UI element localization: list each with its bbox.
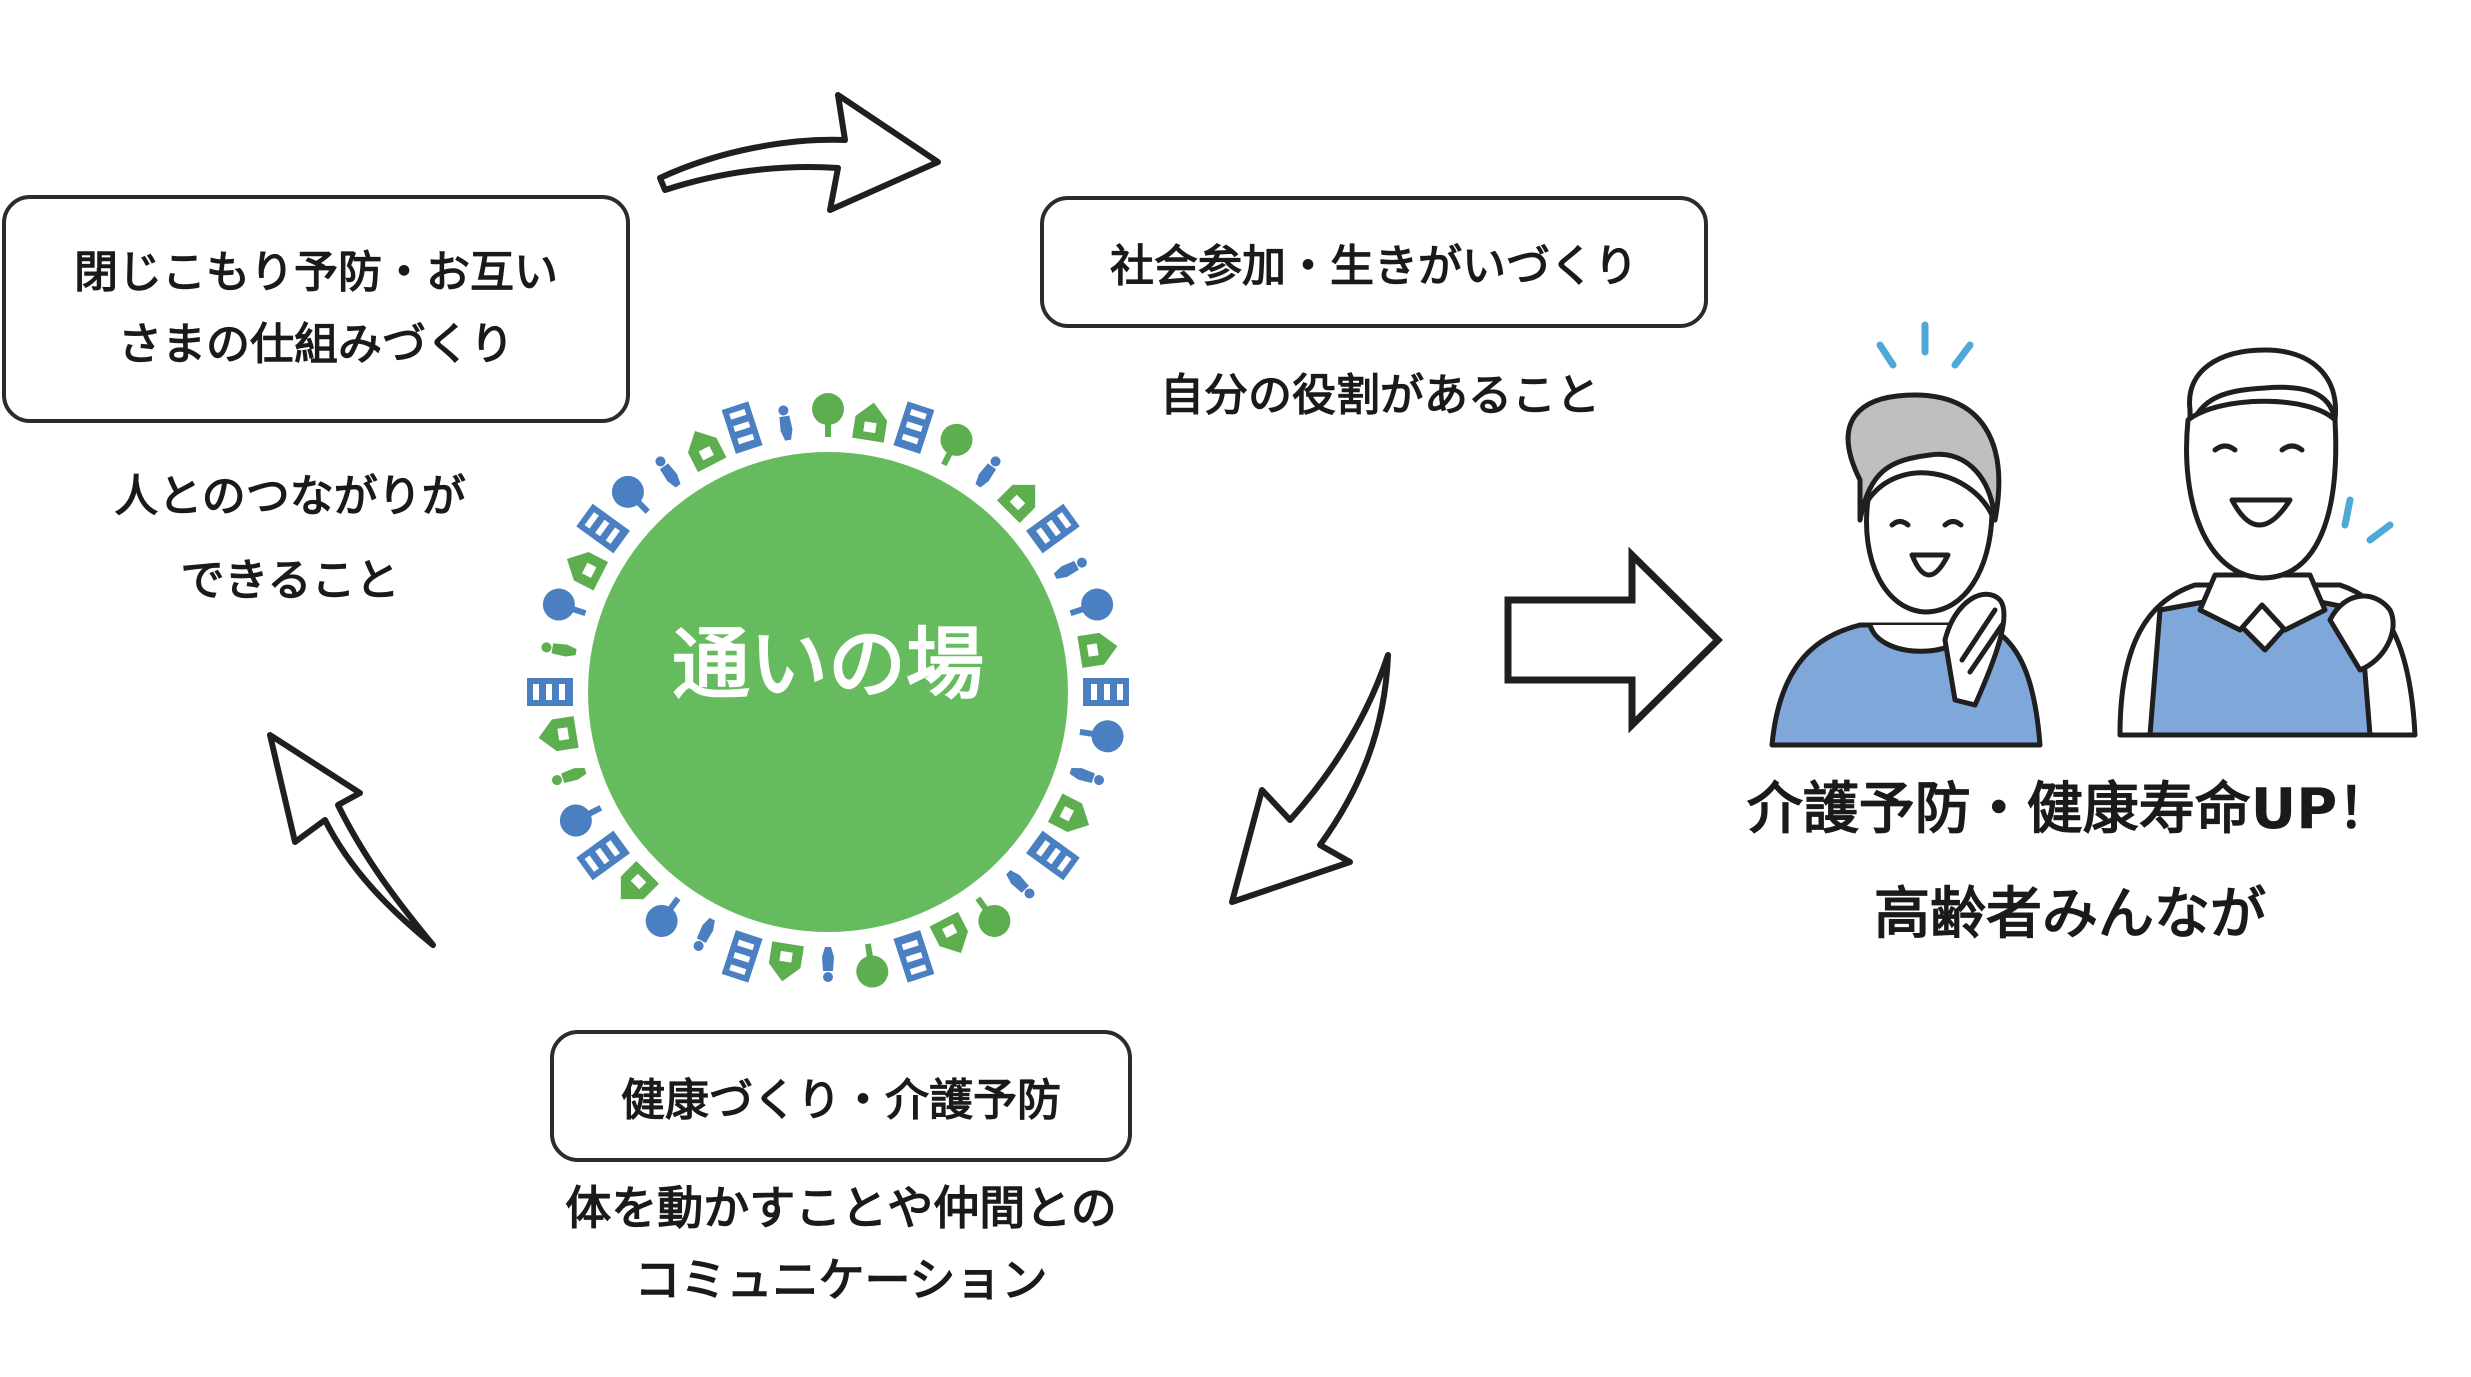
caption-line: 体を動かすことや仲間との <box>565 1181 1117 1235</box>
house-icon <box>768 941 804 982</box>
person-icon <box>551 767 587 786</box>
caption-line: 人とのつながりが <box>114 471 466 522</box>
building-icon <box>576 503 630 554</box>
house-icon <box>1077 632 1118 668</box>
building-icon <box>1026 830 1080 881</box>
cycle-caption-role: 自分の役割があること <box>1090 360 1670 432</box>
building-icon <box>1026 503 1080 554</box>
house-icon <box>852 402 888 443</box>
house-icon <box>929 911 969 954</box>
caption-line: できること <box>180 555 400 606</box>
result-headline: 介護予防・健康寿命UP！ <box>1746 777 2394 842</box>
cycle-box-social-participation: 社会参加・生きがいづくり <box>1040 196 1708 328</box>
person-icon <box>975 456 1001 488</box>
tree-icon <box>559 804 603 837</box>
elderly-woman-icon <box>1769 392 2043 748</box>
cycle-box-line: さまの仕組みづくり <box>118 319 514 370</box>
tree-icon <box>645 896 681 937</box>
tree-icon <box>975 896 1011 937</box>
hub-circle <box>588 452 1068 932</box>
person-icon <box>693 917 715 951</box>
person-icon <box>778 405 793 441</box>
hub-label: 通いの場 <box>671 620 984 710</box>
building-icon <box>893 930 935 983</box>
block-arrow-right-icon <box>1504 546 1723 734</box>
sparkle-icon <box>1876 321 1974 369</box>
tree-icon <box>611 475 650 514</box>
person-icon <box>1069 767 1105 786</box>
tree-icon <box>812 393 844 437</box>
cycle-box-health-promotion: 健康づくり・介護予防 <box>550 1030 1132 1162</box>
cycle-box-line: 健康づくり・介護予防 <box>621 1075 1061 1126</box>
cycle-box-line: 社会参加・生きがいづくり <box>1110 241 1638 292</box>
person-icon <box>1053 557 1087 579</box>
cycle-caption-communication: 体を動かすことや仲間との コミュニケーション <box>500 1172 1182 1316</box>
house-icon <box>996 484 1036 524</box>
curved-arrow-icon <box>1229 652 1391 905</box>
result-subline: 高齢者みんなが <box>1874 882 2266 947</box>
house-icon <box>566 551 609 591</box>
person-icon <box>822 947 834 982</box>
tree-icon <box>940 423 973 467</box>
person-icon <box>541 642 577 657</box>
building-icon <box>893 401 935 454</box>
town-ring-icon <box>527 393 1129 988</box>
building-icon <box>721 930 763 983</box>
house-icon <box>538 716 579 752</box>
curved-arrow-icon <box>267 732 436 948</box>
house-icon <box>620 860 660 900</box>
caption-line: コミュニケーション <box>634 1253 1048 1307</box>
building-icon <box>527 678 573 706</box>
cycle-caption-connections: 人とのつながりが できること <box>40 455 540 623</box>
cycle-box-isolation-prevention: 閉じこもり予防・お互い さまの仕組みづくり <box>2 195 630 423</box>
cycle-box-line: 閉じこもり予防・お互い <box>74 247 558 298</box>
tree-icon <box>542 588 587 621</box>
person-icon <box>655 456 681 488</box>
building-icon <box>721 401 763 454</box>
building-icon <box>1083 678 1129 706</box>
caption-line: 自分の役割があること <box>1160 370 1600 421</box>
tree-icon <box>1069 588 1114 621</box>
tree-icon <box>1079 720 1124 753</box>
curved-arrow-icon <box>657 92 941 213</box>
tree-icon <box>856 943 889 988</box>
house-icon <box>687 430 727 473</box>
person-icon <box>1006 870 1035 899</box>
elderly-man-icon <box>2117 347 2418 738</box>
building-icon <box>576 830 630 881</box>
house-icon <box>1047 793 1090 833</box>
